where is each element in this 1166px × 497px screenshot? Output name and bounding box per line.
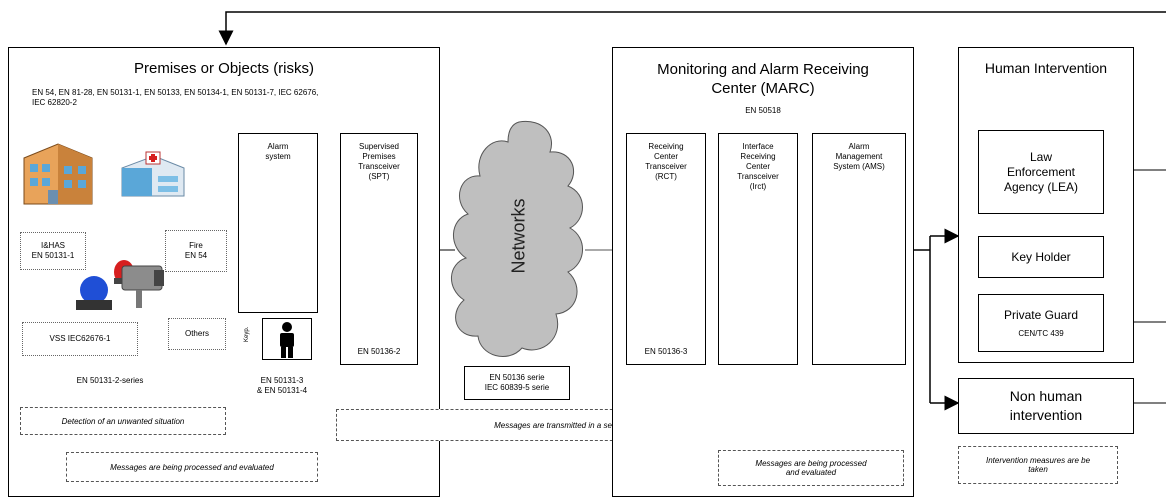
keyholder-box: Key Holder [978, 236, 1104, 278]
marc-standard: EN 50518 [745, 106, 781, 115]
irct-label: Interface Receiving Center Transceiver (… [737, 142, 779, 191]
spt-box: Supervised Premises Transceiver (SPT) EN… [340, 133, 418, 365]
lea-label: Law Enforcement Agency (LEA) [1003, 149, 1079, 194]
siren-camera-icon [76, 260, 164, 310]
measures-text: Intervention measures are be taken [985, 456, 1091, 474]
premises-processed-text: Messages are being processed and evaluat… [110, 462, 274, 472]
network-cloud [451, 120, 583, 357]
operator-box [262, 318, 312, 360]
rct-box: Receiving Center Transceiver (RCT) EN 50… [626, 133, 706, 365]
premises-standards: EN 54, EN 81-28, EN 50131-1, EN 50133, E… [32, 88, 319, 107]
network-standards: EN 50136 serie IEC 60839-5 serie [484, 373, 550, 392]
nonhuman-label: Non human intervention [1009, 388, 1083, 423]
ams-label: Alarm Management System (AMS) [833, 142, 885, 171]
network-standards-box: EN 50136 serie IEC 60839-5 serie [464, 366, 570, 400]
keypad-label: Keyp. [244, 326, 250, 342]
guard-standard: CEN/TC 439 [1018, 328, 1064, 338]
building-icon [23, 143, 93, 205]
hospital-icon [121, 151, 185, 197]
fire-box: Fire EN 54 [165, 230, 227, 272]
others-label: Others [184, 329, 209, 338]
measures-note: Intervention measures are be taken [958, 446, 1118, 484]
rct-label: Receiving Center Transceiver (RCT) [645, 142, 687, 181]
guard-box: Private Guard CEN/TC 439 [978, 294, 1104, 352]
irct-box: Interface Receiving Center Transceiver (… [718, 133, 798, 365]
premises-title: Premises or Objects (risks) [133, 60, 315, 77]
guard-label: Private Guard [1003, 307, 1079, 322]
others-box: Others [168, 318, 226, 350]
premises-processed-note: Messages are being processed and evaluat… [66, 452, 318, 482]
ihas-box: I&HAS EN 50131-1 [20, 232, 86, 270]
spt-label: Supervised Premises Transceiver (SPT) [358, 142, 400, 181]
alarm-system-box: Alarm system [238, 133, 318, 313]
series-label: EN 50131-2-series [76, 376, 144, 385]
person-icon [280, 322, 294, 358]
alarm-system-label: Alarm system [265, 142, 291, 161]
vss-label: VSS IEC62676-1 [49, 334, 111, 343]
marc-processed-note: Messages are being processed and evaluat… [718, 450, 904, 486]
detection-text: Detection of an unwanted situation [61, 416, 185, 426]
marc-title: Monitoring and Alarm Receiving Center (M… [657, 61, 869, 97]
fire-label: Fire EN 54 [184, 241, 208, 260]
spt-standard: EN 50136-2 [357, 347, 401, 356]
transmitted-text: Messages are transmitted in a secure way [494, 420, 644, 430]
feedback-line [218, 11, 1166, 46]
nonhuman-box: Non human intervention [958, 378, 1134, 434]
ams-box: Alarm Management System (AMS) [812, 133, 906, 365]
ihas-label: I&HAS EN 50131-1 [31, 241, 75, 260]
vss-box: VSS IEC62676-1 [22, 322, 138, 356]
keyholder-label: Key Holder [1011, 249, 1071, 264]
lea-box: Law Enforcement Agency (LEA) [978, 130, 1104, 214]
alarm-standards: EN 50131-3 & EN 50131-4 [256, 376, 308, 395]
marc-processed-text: Messages are being processed and evaluat… [755, 459, 867, 477]
network-label: Networks [508, 198, 529, 274]
rct-standard: EN 50136-3 [644, 347, 688, 356]
detection-note: Detection of an unwanted situation [20, 407, 226, 435]
human-title: Human Intervention [984, 60, 1108, 76]
